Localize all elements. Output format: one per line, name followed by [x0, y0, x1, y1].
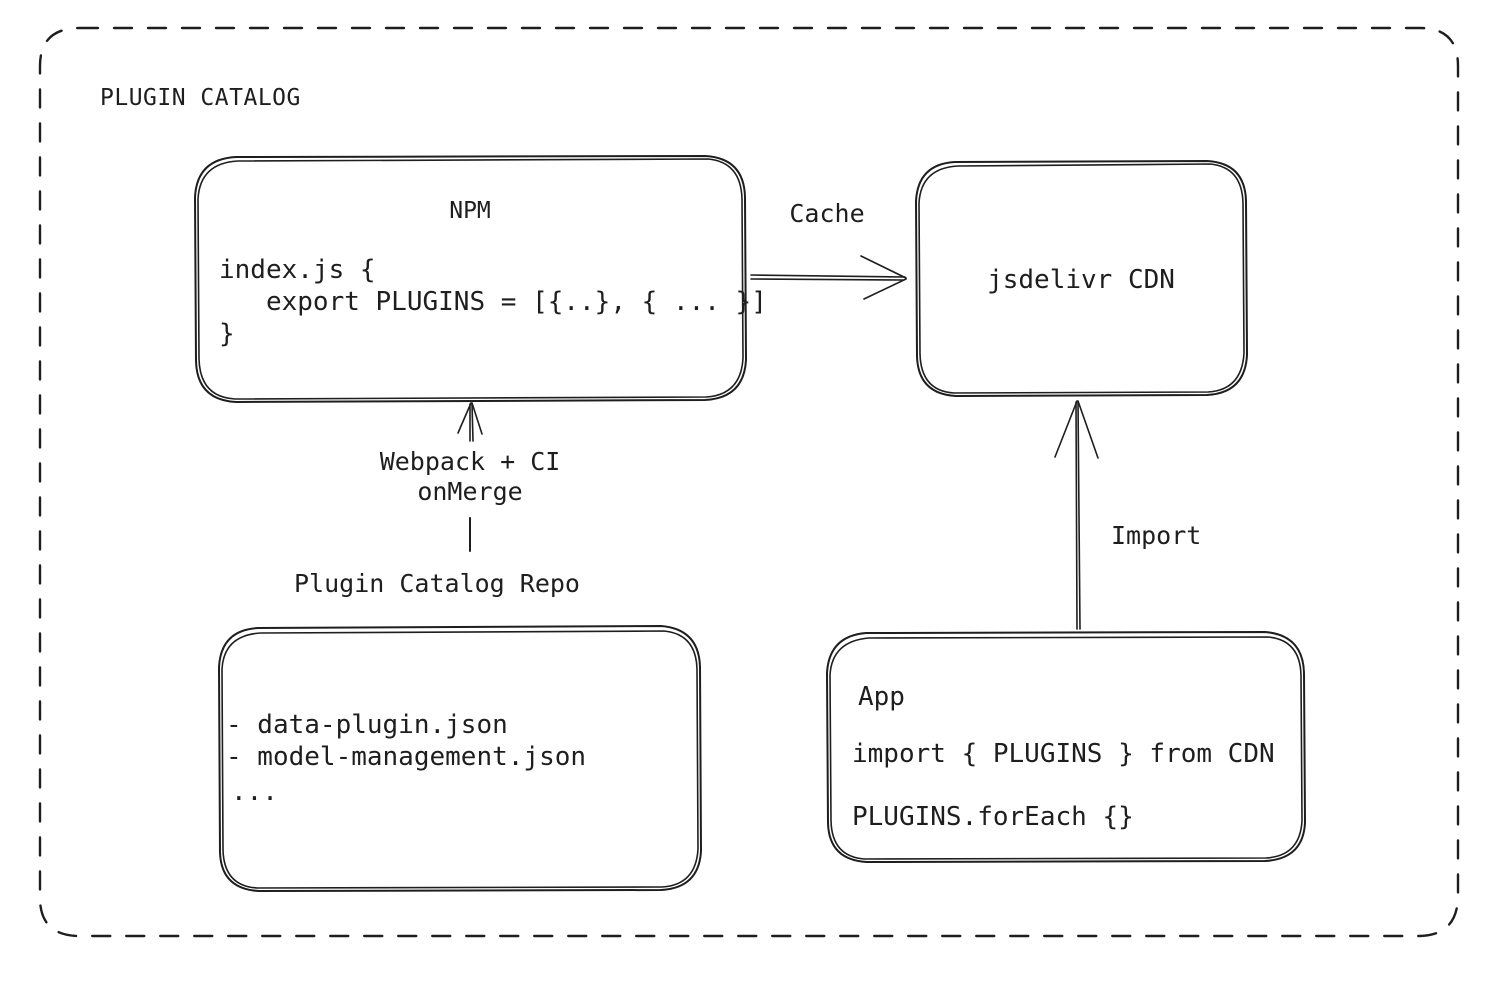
- cdn-title: jsdelivr CDN: [987, 265, 1175, 295]
- app-title: App: [858, 682, 905, 712]
- npm-code-line-2: export PLUGINS = [{..}, { ... }]: [219, 287, 767, 317]
- node-plugin-catalog-repo[interactable]: [218, 625, 702, 892]
- node-jsdelivr-cdn[interactable]: [915, 160, 1248, 397]
- edge-label-import: Import: [1111, 521, 1201, 550]
- repo-file-line-3: ...: [231, 777, 278, 807]
- edge-app-to-cdn: [1054, 400, 1099, 630]
- npm-title: NPM: [449, 198, 491, 224]
- npm-code-line-3: }: [219, 319, 235, 349]
- edge-label-webpack-ci: Webpack + CI: [380, 447, 561, 476]
- node-npm[interactable]: [194, 155, 747, 403]
- repo-file-line-1: - data-plugin.json: [226, 710, 508, 740]
- repo-file-line-2: - model-management.json: [226, 742, 586, 772]
- app-code-line-1: import { PLUGINS } from CDN: [852, 739, 1275, 769]
- plugin-catalog-frame: [38, 26, 1460, 938]
- node-app[interactable]: [826, 631, 1306, 863]
- edge-label-onmerge: onMerge: [417, 477, 522, 506]
- repo-caption: Plugin Catalog Repo: [294, 569, 580, 598]
- edge-npm-to-cdn: [750, 255, 907, 300]
- app-code-line-2: PLUGINS.forEach {}: [852, 802, 1134, 832]
- frame-title: PLUGIN CATALOG: [100, 85, 301, 111]
- npm-code-line-1: index.js {: [219, 255, 376, 285]
- edge-label-cache: Cache: [789, 199, 864, 228]
- edge-repo-to-npm: [457, 402, 483, 552]
